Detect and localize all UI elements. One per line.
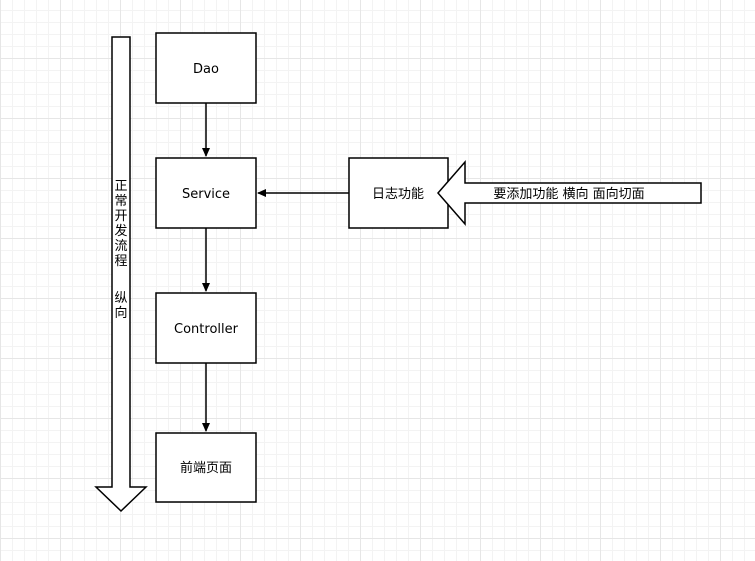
node-frontend-page[interactable]: 前端页面 [155,432,257,503]
vertical-label-char-0: 正 [114,179,127,194]
vertical-flow-arrow: 正 常 开 发 流 程 纵 向 [94,36,148,513]
node-frontend-page-label: 前端页面 [180,460,232,476]
node-logging-label: 日志功能 [372,187,424,202]
node-controller-label: Controller [174,322,239,337]
vertical-label-char-3: 发 [114,223,127,239]
horizontal-aspect-arrow: 要添加功能 横向 面向切面 [437,159,702,227]
node-controller[interactable]: Controller [155,292,257,364]
vertical-label-char-1: 常 [114,194,127,209]
vertical-label-char-6: 纵 [114,291,127,306]
horizontal-arrow-label: 要添加功能 横向 面向切面 [493,186,644,202]
node-dao-label: Dao [193,62,219,77]
node-dao[interactable]: Dao [155,32,257,104]
node-service[interactable]: Service [155,157,257,229]
node-logging[interactable]: 日志功能 [348,157,449,229]
vertical-label-char-4: 流 [114,239,127,254]
vertical-label-char-7: 向 [114,305,127,321]
vertical-label-char-2: 开 [114,209,127,224]
node-service-label: Service [182,187,230,202]
vertical-label-char-5: 程 [114,254,127,269]
